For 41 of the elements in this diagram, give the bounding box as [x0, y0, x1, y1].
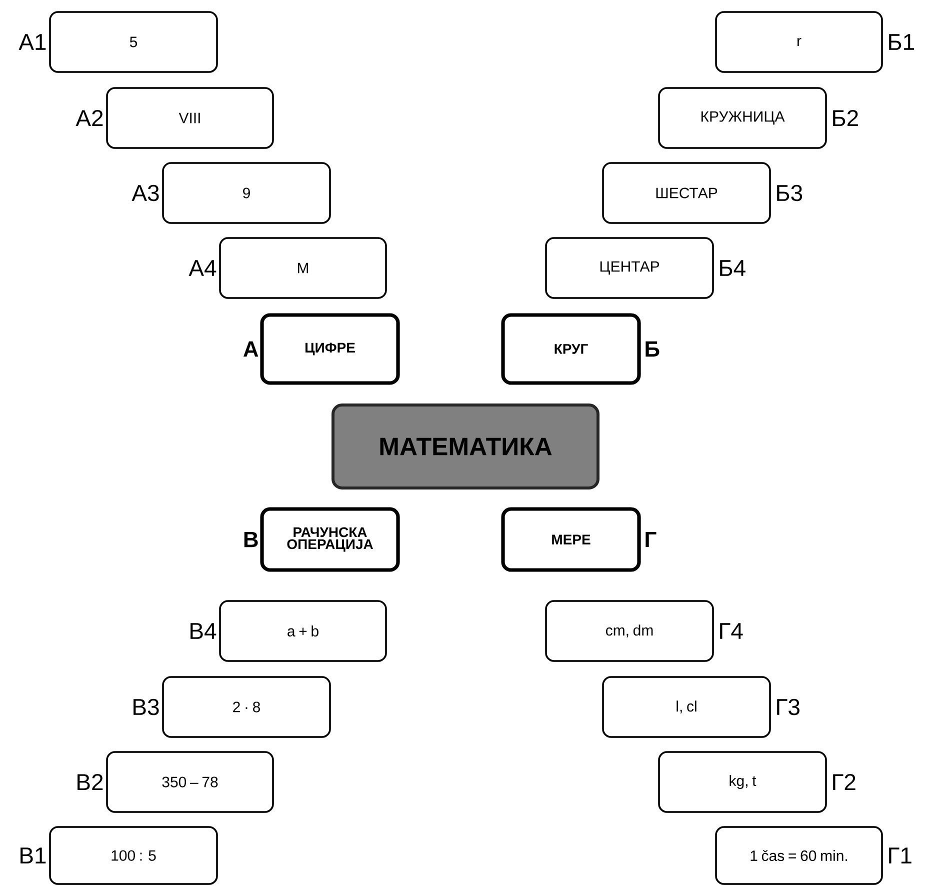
item-label: В1: [20, 848, 46, 864]
category-label: Г: [646, 532, 656, 548]
central-box: МАТЕМАТИКА: [332, 404, 600, 490]
term-box: ШЕСТАР: [602, 162, 771, 224]
term-box: r: [715, 11, 883, 73]
category-label: Б: [646, 341, 660, 357]
item-label: А3: [132, 184, 159, 202]
item-label: Б2: [833, 110, 858, 126]
term-box: a + b: [219, 600, 387, 662]
category-box: КРУГ: [501, 313, 641, 385]
item-label: Г3: [777, 698, 800, 716]
item-label: Г1: [889, 848, 912, 864]
item-label: Б4: [720, 260, 746, 276]
term-box: cm, dm: [545, 600, 714, 662]
item-label: В2: [78, 774, 103, 790]
category-box: РАЧУНСКА ОПЕРАЦИЈА: [260, 507, 400, 572]
term-box: VIII: [106, 87, 274, 149]
item-label: Г4: [720, 623, 743, 639]
term-box: КРУЖНИЦА: [658, 87, 827, 149]
item-label: А2: [76, 110, 103, 126]
term-box: 2 · 8: [162, 676, 331, 738]
item-label: А1: [18, 34, 46, 50]
category-label: А: [243, 341, 258, 357]
category-box: МЕРЕ: [501, 507, 641, 572]
item-label: В4: [190, 623, 216, 639]
item-label: А4: [188, 260, 216, 276]
term-box: 350 – 78: [106, 751, 274, 813]
term-box: 100 : 5: [49, 826, 218, 885]
item-label: Г2: [833, 774, 856, 790]
term-box: M: [219, 237, 387, 299]
term-box: 5: [49, 11, 218, 73]
term-box: 9: [162, 162, 331, 224]
category-label: В: [244, 532, 258, 548]
category-box: ЦИФРЕ: [260, 313, 400, 385]
item-label: Б3: [777, 184, 802, 202]
item-label: Б1: [889, 34, 914, 50]
item-label: В3: [134, 698, 159, 716]
term-box: kg, t: [658, 751, 827, 813]
term-box: ЦЕНТАР: [545, 237, 714, 299]
term-box: 1 čas = 60 min.: [715, 826, 883, 885]
term-box: l, cl: [602, 676, 771, 738]
